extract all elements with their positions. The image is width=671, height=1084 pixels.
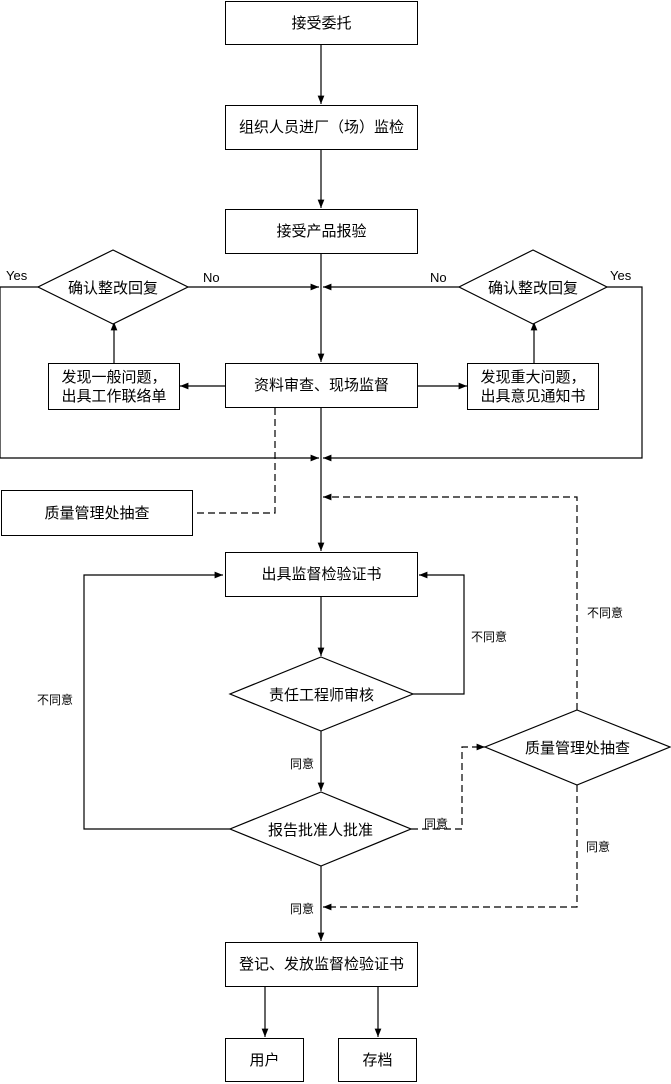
diamond-approver (228, 791, 413, 867)
edge-approver-disagree (83, 571, 230, 830)
agree-label-approver: 同意 (290, 902, 315, 916)
node-review-supervise-label: 资料审查、现场监督 (253, 376, 389, 394)
no-label-left: No (203, 270, 220, 285)
edge-dashed-approver-to-quality (411, 743, 485, 830)
node-issue-certificate: 出具监督检验证书 (225, 552, 418, 597)
node-general-issue-line1: 发现一般问题， (61, 367, 167, 386)
node-user-label: 用户 (249, 1050, 280, 1069)
edge-dashed-quality-agree (323, 785, 578, 911)
disagree-label-engineer: 不同意 (471, 630, 508, 644)
node-issue-certificate-label: 出具监督检验证书 (261, 565, 382, 583)
node-general-issue: 发现一般问题， 出具工作联络单 (48, 363, 180, 410)
diamond-engineer-review (228, 656, 415, 732)
node-general-issue-line2: 出具工作联络单 (61, 386, 167, 405)
yes-label-left: Yes (6, 268, 28, 283)
approver-approve-label: 报告批准人批准 (267, 820, 373, 839)
node-accept-commission: 接受委托 (225, 1, 418, 45)
disagree-label-quality: 不同意 (587, 606, 624, 620)
agree-label-approver-to-quality: 同意 (424, 817, 449, 831)
confirm-right-label: 确认整改回复 (487, 278, 578, 297)
node-organize-inspection-label: 组织人员进厂（场）监检 (238, 118, 404, 136)
quality-spot-check-diamond-label: 质量管理处抽查 (524, 738, 630, 757)
edge-dashed-quality-disagree (323, 493, 578, 710)
node-user: 用户 (225, 1038, 304, 1082)
no-label-right: No (430, 270, 447, 285)
node-accept-product-label: 接受产品报验 (276, 222, 367, 240)
node-major-issue: 发现重大问题， 出具意见通知书 (467, 363, 599, 410)
node-accept-product: 接受产品报验 (225, 209, 418, 254)
agree-label-engineer: 同意 (290, 757, 315, 771)
node-major-issue-line1: 发现重大问题， (480, 367, 586, 386)
diamond-confirm-right (457, 249, 609, 325)
node-archive: 存档 (338, 1038, 417, 1082)
node-register-issue-label: 登记、发放监督检验证书 (238, 955, 404, 973)
agree-label-quality: 同意 (586, 840, 611, 854)
node-quality-spot-check-box: 质量管理处抽查 (1, 490, 193, 536)
edge-dashed-quality-box (193, 408, 276, 514)
node-review-supervise: 资料审查、现场监督 (225, 363, 418, 408)
node-archive-label: 存档 (362, 1050, 393, 1069)
node-register-issue: 登记、发放监督检验证书 (225, 942, 418, 987)
node-organize-inspection: 组织人员进厂（场）监检 (225, 105, 418, 150)
node-accept-commission-label: 接受委托 (291, 13, 352, 32)
edge-left-yes (0, 286, 319, 462)
edge-right-yes (323, 286, 643, 462)
disagree-label-approver: 不同意 (37, 693, 74, 707)
node-quality-spot-check-box-label: 质量管理处抽查 (44, 503, 150, 522)
node-major-issue-line2: 出具意见通知书 (480, 386, 586, 405)
diamond-confirm-left (36, 249, 190, 325)
diamond-quality-spot-check (483, 709, 671, 786)
yes-label-right: Yes (610, 268, 632, 283)
confirm-left-label: 确认整改回复 (67, 278, 158, 297)
engineer-review-label: 责任工程师审核 (268, 685, 374, 704)
edge-engineer-disagree (413, 571, 465, 695)
